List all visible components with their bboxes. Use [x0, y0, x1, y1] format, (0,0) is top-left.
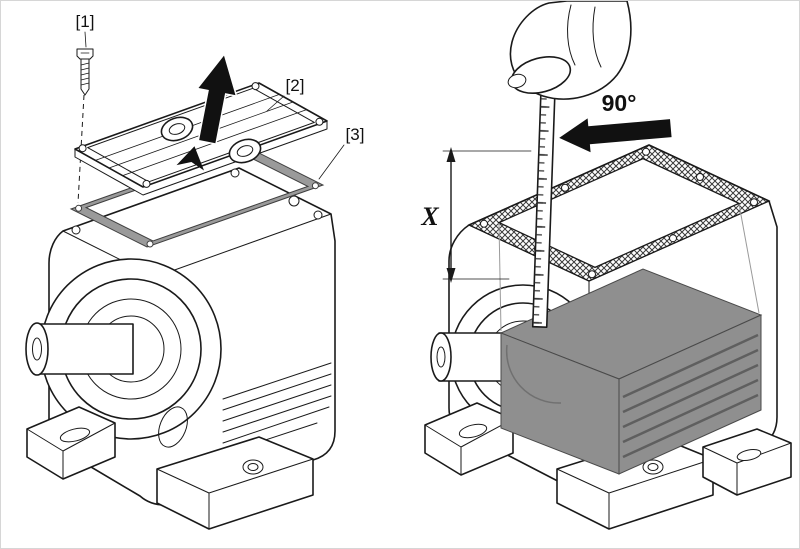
cover-boss-2: [228, 138, 262, 164]
dimension-arrowhead-top: [446, 147, 456, 162]
breather-plug: [288, 195, 300, 207]
leader-line-gasket: [318, 144, 345, 180]
label-cover-plate: [2]: [286, 76, 305, 95]
removal-arrow-icon: [195, 52, 238, 145]
cover-boss-1: [160, 116, 194, 142]
shaft-center-bore: [32, 337, 42, 361]
oil-right-face: [618, 314, 762, 475]
screw-threads: [80, 62, 90, 86]
shaft-center-bore-right: [436, 346, 446, 368]
label-gasket: [3]: [346, 125, 365, 144]
oil-volume: [499, 268, 763, 475]
x-dimension-label: X: [420, 202, 439, 231]
oil-contour-arc: [505, 344, 562, 404]
cable-loop: [158, 406, 188, 448]
motion-chevron-icon: [176, 146, 205, 171]
dimension-arrowhead-bottom: [446, 268, 456, 283]
dimension-x: X: [420, 147, 532, 283]
angle-arrow-icon: [559, 118, 672, 153]
thumb-nail: [507, 73, 527, 89]
angle-label: 90°: [602, 90, 637, 116]
finger-crease-2: [567, 4, 576, 66]
screw-head: [76, 48, 94, 60]
figure-oil-level-check: X 90°: [420, 1, 792, 530]
mounting-foot-left: [26, 406, 116, 480]
leader-line-cover: [266, 95, 285, 112]
oil-fin-lines: [622, 333, 759, 459]
ruler-scale-ticks-long: [532, 26, 558, 328]
finger-crease-1: [592, 6, 602, 68]
figure-cover-removal: [1] [2] [3]: [25, 12, 365, 530]
leader-line-screw: [84, 31, 87, 48]
mounting-foot-far-right: [702, 428, 792, 496]
label-screw: [1]: [76, 12, 95, 31]
mounting-foot-right: [156, 436, 314, 530]
mounting-foot-left-right-fig: [424, 402, 514, 476]
opening-interior-edges: [498, 203, 760, 332]
cooling-fins: [222, 362, 332, 455]
screw: [76, 48, 94, 96]
ruler: [531, 26, 558, 328]
cover-corner-holes: [78, 82, 324, 188]
hand: [507, 1, 632, 100]
output-shaft: [34, 323, 134, 375]
